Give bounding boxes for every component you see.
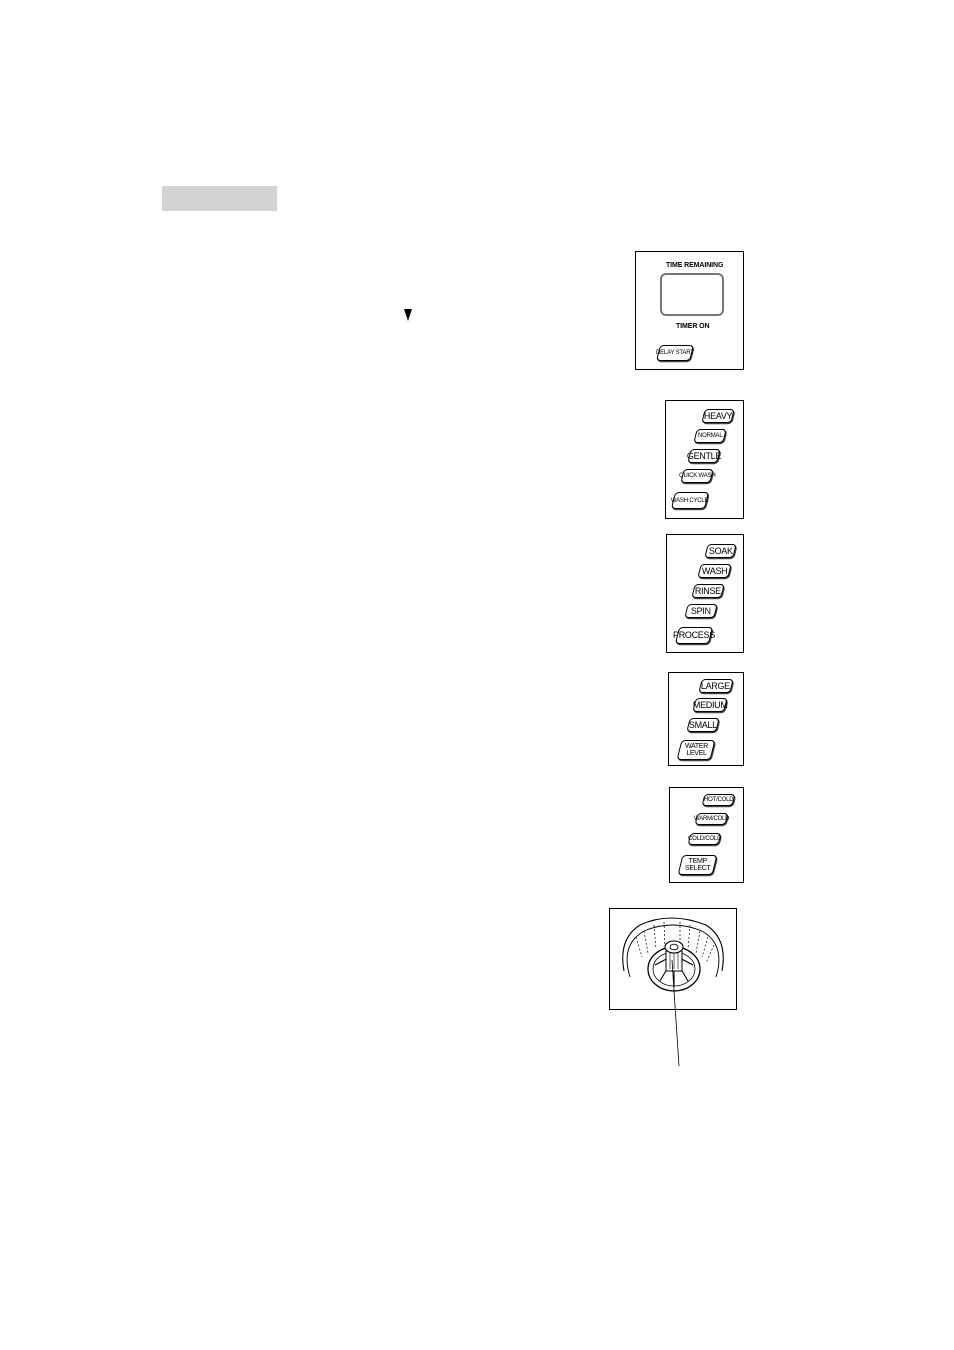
option-label: HEAVY <box>703 410 733 421</box>
process-button[interactable]: PROCESS <box>673 627 715 644</box>
wash-cycle-option-normal[interactable]: NORMAL <box>693 429 727 443</box>
wash-cycle-panel: HEAVY NORMAL GENTLE QUICK WASH WASH CYCL… <box>665 400 744 519</box>
wash-cycle-option-gentle[interactable]: GENTLE <box>686 449 722 463</box>
option-label: HOT/COLD <box>703 797 734 803</box>
temp-option-warm-cold[interactable]: WARM/COLD <box>693 813 730 825</box>
option-label: SMALL <box>689 719 718 730</box>
temp-select-label: TEMP SELECT <box>684 858 711 872</box>
wash-cycle-option-heavy[interactable]: HEAVY <box>701 409 735 423</box>
time-remaining-label: TIME REMAINING <box>666 262 724 269</box>
process-label: PROCESS <box>673 630 715 640</box>
process-option-soak[interactable]: SOAK <box>704 544 737 558</box>
timer-panel: TIME REMAINING TIMER ON DELAY START <box>635 251 744 370</box>
temp-select-button[interactable]: TEMP SELECT <box>677 855 718 875</box>
washer-tub-illustration <box>609 908 737 1010</box>
wash-cycle-button[interactable]: WASH CYCLE <box>670 492 710 509</box>
tub-drawing <box>622 917 724 992</box>
leader-line <box>671 960 680 1067</box>
option-label: RINSE <box>694 585 721 596</box>
water-level-option-medium[interactable]: MEDIUM <box>692 698 728 712</box>
timer-on-label: TIMER ON <box>676 323 710 330</box>
option-label: MEDIUM <box>692 699 728 710</box>
option-label: LARGE <box>701 680 731 691</box>
option-label: SPIN <box>691 605 711 616</box>
option-label: NORMAL <box>697 433 723 439</box>
option-label: WASH <box>701 565 728 576</box>
down-triangle-icon <box>404 309 412 321</box>
process-option-rinse[interactable]: RINSE <box>691 584 725 598</box>
option-label: GENTLE <box>686 450 722 461</box>
water-level-panel: LARGE MEDIUM SMALL WATER LEVEL <box>668 672 744 766</box>
time-display <box>660 273 724 316</box>
water-level-label: WATER LEVEL <box>684 743 708 757</box>
option-label: COLD/COLD <box>687 836 722 842</box>
water-level-option-small[interactable]: SMALL <box>686 718 720 732</box>
delay-start-button[interactable]: DELAY START <box>656 345 694 361</box>
process-option-spin[interactable]: SPIN <box>684 604 718 618</box>
process-panel: SOAK WASH RINSE SPIN PROCESS <box>666 534 744 653</box>
option-label: WARM/COLD <box>693 816 730 822</box>
water-level-button[interactable]: WATER LEVEL <box>676 740 716 760</box>
delay-start-label: DELAY START <box>656 350 694 356</box>
option-label: SOAK <box>708 545 733 556</box>
temp-option-hot-cold[interactable]: HOT/COLD <box>701 794 736 806</box>
wash-cycle-label: WASH CYCLE <box>671 497 709 504</box>
water-level-option-large[interactable]: LARGE <box>698 679 734 693</box>
option-label: QUICK WASH <box>678 473 716 479</box>
temp-option-cold-cold[interactable]: COLD/COLD <box>687 833 722 845</box>
process-option-wash[interactable]: WASH <box>697 564 732 578</box>
section-header-bar <box>162 186 277 211</box>
temp-select-panel: HOT/COLD WARM/COLD COLD/COLD TEMP SELECT <box>669 787 744 883</box>
wash-cycle-option-quick-wash[interactable]: QUICK WASH <box>678 469 716 483</box>
